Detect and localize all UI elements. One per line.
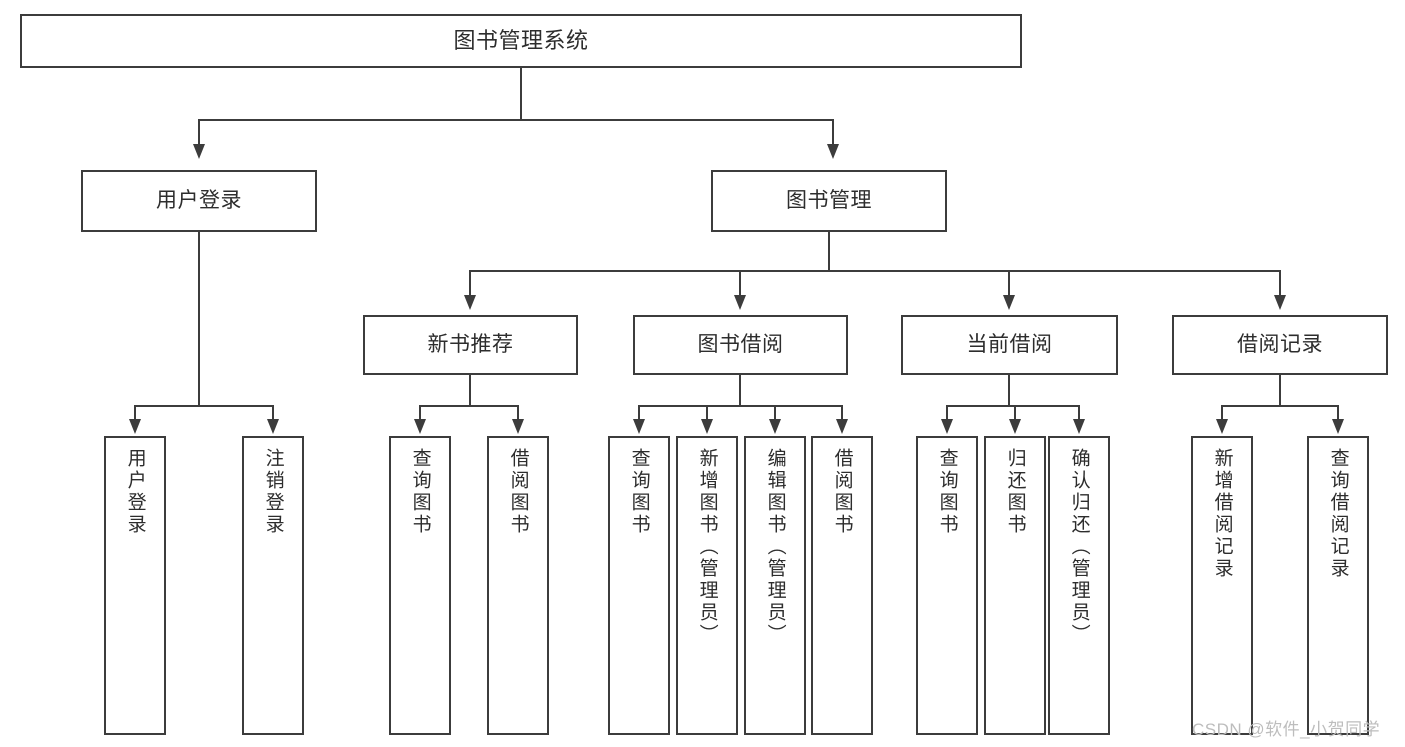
connector-new-book-drop-0 (419, 405, 421, 421)
node-borrow-record[interactable]: 借阅记录 (1172, 315, 1388, 375)
arrowhead-level2-2 (1003, 295, 1015, 310)
arrowhead-book-borrow-2 (769, 419, 781, 434)
node-label: 用户登录 (156, 189, 242, 213)
connector-user-login-drop-0 (134, 405, 136, 421)
leaf-book-borrow-query[interactable]: 查询图书 (608, 436, 670, 735)
connector-level1-drop-1 (832, 119, 834, 146)
connector-current-borrow-drop-0 (946, 405, 948, 421)
connector-borrow-record-bus (1221, 405, 1339, 407)
arrowhead-current-borrow-1 (1009, 419, 1021, 434)
arrowhead-book-borrow-3 (836, 419, 848, 434)
arrowhead-book-borrow-0 (633, 419, 645, 434)
leaf-label: 归还图书 (1004, 448, 1026, 536)
connector-level1-drop-0 (198, 119, 200, 146)
arrowhead-borrow-record-0 (1216, 419, 1228, 434)
connector-current-borrow-drop-1 (1014, 405, 1016, 421)
connector-book-borrow-drop-2 (774, 405, 776, 421)
arrowhead-level1-0 (193, 144, 205, 159)
node-current-borrow[interactable]: 当前借阅 (901, 315, 1118, 375)
arrowhead-level2-3 (1274, 295, 1286, 310)
leaf-new-book-query[interactable]: 查询图书 (389, 436, 451, 735)
connector-level2-drop-1 (739, 270, 741, 297)
leaf-new-book-borrow[interactable]: 借阅图书 (487, 436, 549, 735)
leaf-borrow-record-query[interactable]: 查询借阅记录 (1307, 436, 1369, 735)
node-label: 借阅记录 (1237, 333, 1323, 357)
connector-borrow-record-drop-1 (1337, 405, 1339, 421)
connector-borrow-record-drop-0 (1221, 405, 1223, 421)
arrowhead-level2-1 (734, 295, 746, 310)
leaf-borrow-record-add[interactable]: 新增借阅记录 (1191, 436, 1253, 735)
node-label: 当前借阅 (966, 333, 1053, 357)
connector-level2-drop-2 (1008, 270, 1010, 297)
leaf-label: 查询借阅记录 (1327, 448, 1349, 580)
connector-book-borrow-drop-0 (638, 405, 640, 421)
node-label: 图书管理 (786, 189, 872, 213)
connector-book-borrow-drop-3 (841, 405, 843, 421)
node-book-management[interactable]: 图书管理 (711, 170, 947, 232)
connector-new-book-stem (469, 375, 471, 407)
node-root-book-management-system[interactable]: 图书管理系统 (20, 14, 1022, 68)
node-user-login[interactable]: 用户登录 (81, 170, 317, 232)
leaf-book-borrow-add[interactable]: 新增图书（管理员） (676, 436, 738, 735)
connector-level2-bus (469, 270, 1281, 272)
connector-current-borrow-drop-2 (1078, 405, 1080, 421)
connector-book-borrow-drop-1 (706, 405, 708, 421)
leaf-current-borrow-return[interactable]: 归还图书 (984, 436, 1046, 735)
connector-level2-drop-3 (1279, 270, 1281, 297)
leaf-label: 借阅图书 (507, 448, 529, 536)
arrowhead-current-borrow-2 (1073, 419, 1085, 434)
arrowhead-current-borrow-0 (941, 419, 953, 434)
node-label: 新书推荐 (427, 333, 514, 357)
leaf-label: 查询图书 (936, 448, 958, 536)
leaf-label: 新增借阅记录 (1211, 448, 1233, 580)
node-label: 图书借阅 (697, 333, 784, 357)
connector-current-borrow-bus (946, 405, 1080, 407)
arrowhead-level2-0 (464, 295, 476, 310)
leaf-label: 确认归还（管理员） (1068, 448, 1090, 646)
leaf-book-borrow-edit[interactable]: 编辑图书（管理员） (744, 436, 806, 735)
leaf-label: 新增图书（管理员） (696, 448, 718, 646)
arrowhead-book-borrow-1 (701, 419, 713, 434)
node-new-book-recommend[interactable]: 新书推荐 (363, 315, 578, 375)
connector-current-borrow-stem (1008, 375, 1010, 407)
arrowhead-new-book-1 (512, 419, 524, 434)
leaf-label: 查询图书 (628, 448, 650, 536)
connector-book-management-stem (828, 232, 830, 272)
connector-user-login-drop-1 (272, 405, 274, 421)
leaf-label: 借阅图书 (831, 448, 853, 536)
leaf-user-login-login[interactable]: 用户登录 (104, 436, 166, 735)
connector-user-login-bus (134, 405, 272, 407)
leaf-current-borrow-query[interactable]: 查询图书 (916, 436, 978, 735)
node-label: 图书管理系统 (453, 27, 589, 53)
node-book-borrow[interactable]: 图书借阅 (633, 315, 848, 375)
connector-level2-drop-0 (469, 270, 471, 297)
connector-new-book-bus (419, 405, 519, 407)
leaf-label: 用户登录 (124, 448, 146, 536)
connector-root-stem (520, 68, 522, 120)
connector-book-borrow-stem (739, 375, 741, 407)
leaf-label: 编辑图书（管理员） (764, 448, 786, 646)
connector-user-login-stem (198, 232, 200, 406)
leaf-label: 查询图书 (409, 448, 431, 536)
leaf-book-borrow-lend[interactable]: 借阅图书 (811, 436, 873, 735)
connector-book-borrow-bus (638, 405, 843, 407)
arrowhead-level1-1 (827, 144, 839, 159)
connector-level1-bus (198, 119, 834, 121)
leaf-current-borrow-confirm-return[interactable]: 确认归还（管理员） (1048, 436, 1110, 735)
arrowhead-user-login-0 (129, 419, 141, 434)
leaf-user-login-logout[interactable]: 注销登录 (242, 436, 304, 735)
connector-borrow-record-stem (1279, 375, 1281, 407)
arrowhead-borrow-record-1 (1332, 419, 1344, 434)
arrowhead-user-login-1 (267, 419, 279, 434)
connector-new-book-drop-1 (517, 405, 519, 421)
leaf-label: 注销登录 (262, 448, 284, 536)
arrowhead-new-book-0 (414, 419, 426, 434)
